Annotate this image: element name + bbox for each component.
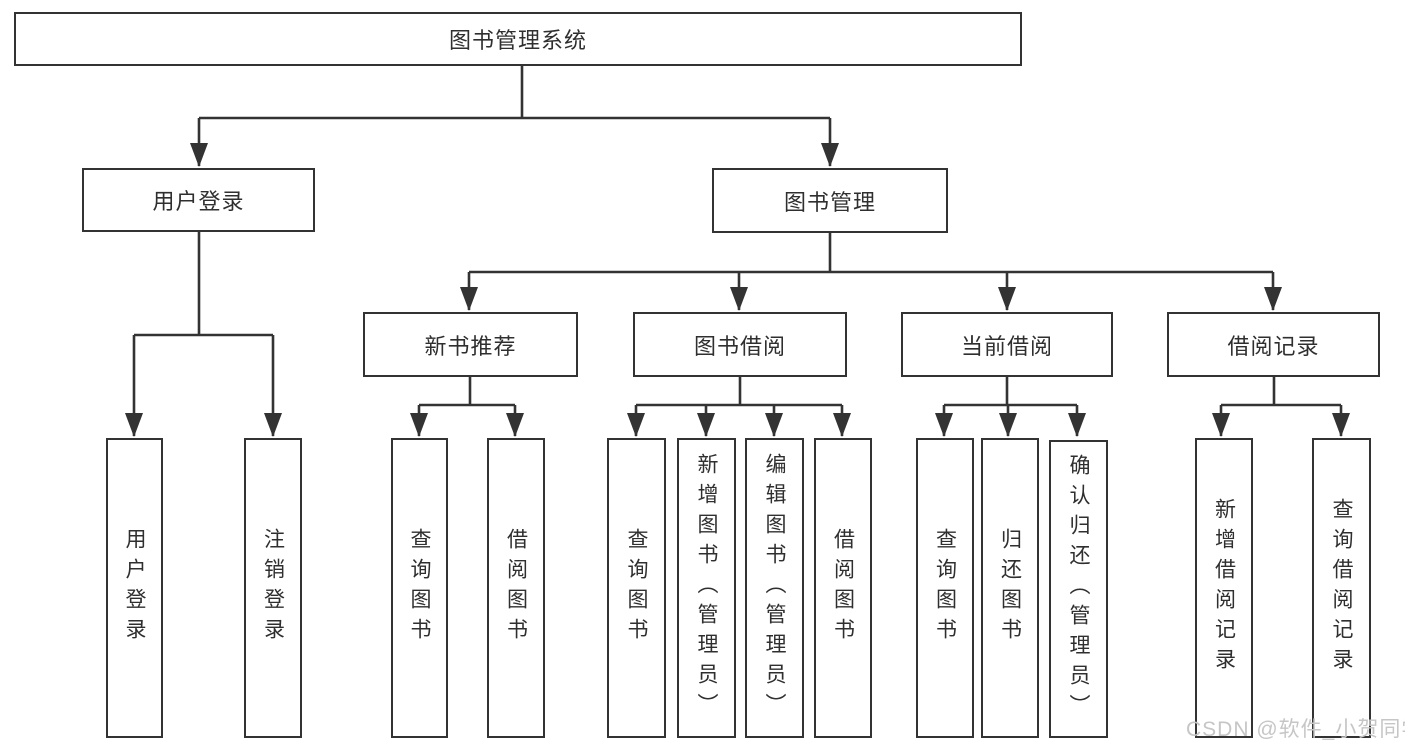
node-book-management: 图书管理 — [712, 168, 948, 233]
leaf-current-query-books: 查询图书 — [916, 438, 974, 738]
leaf-records-add-record: 新增借阅记录 — [1195, 438, 1253, 738]
leaf-recommend-query-books: 查询图书 — [391, 438, 448, 738]
leaf-borrow-query-books: 查询图书 — [607, 438, 666, 738]
leaf-current-confirm-return-admin: 确认归还（管理员） — [1049, 440, 1108, 738]
leaf-borrow-edit-books-admin: 编辑图书（管理员） — [745, 438, 804, 738]
node-borrow-records: 借阅记录 — [1167, 312, 1380, 377]
node-current-borrow: 当前借阅 — [901, 312, 1113, 377]
leaf-borrow-add-books-admin: 新增图书（管理员） — [677, 438, 736, 738]
node-root: 图书管理系统 — [14, 12, 1022, 66]
leaf-borrow-borrow-books: 借阅图书 — [814, 438, 872, 738]
leaf-recommend-borrow-books: 借阅图书 — [487, 438, 545, 738]
node-user-login: 用户登录 — [82, 168, 315, 232]
leaf-user-login: 用户登录 — [106, 438, 163, 738]
node-new-book-recommend: 新书推荐 — [363, 312, 578, 377]
leaf-logout: 注销登录 — [244, 438, 302, 738]
leaf-current-return-books: 归还图书 — [981, 438, 1039, 738]
node-book-borrow: 图书借阅 — [633, 312, 847, 377]
leaf-records-query-record: 查询借阅记录 — [1312, 438, 1371, 738]
